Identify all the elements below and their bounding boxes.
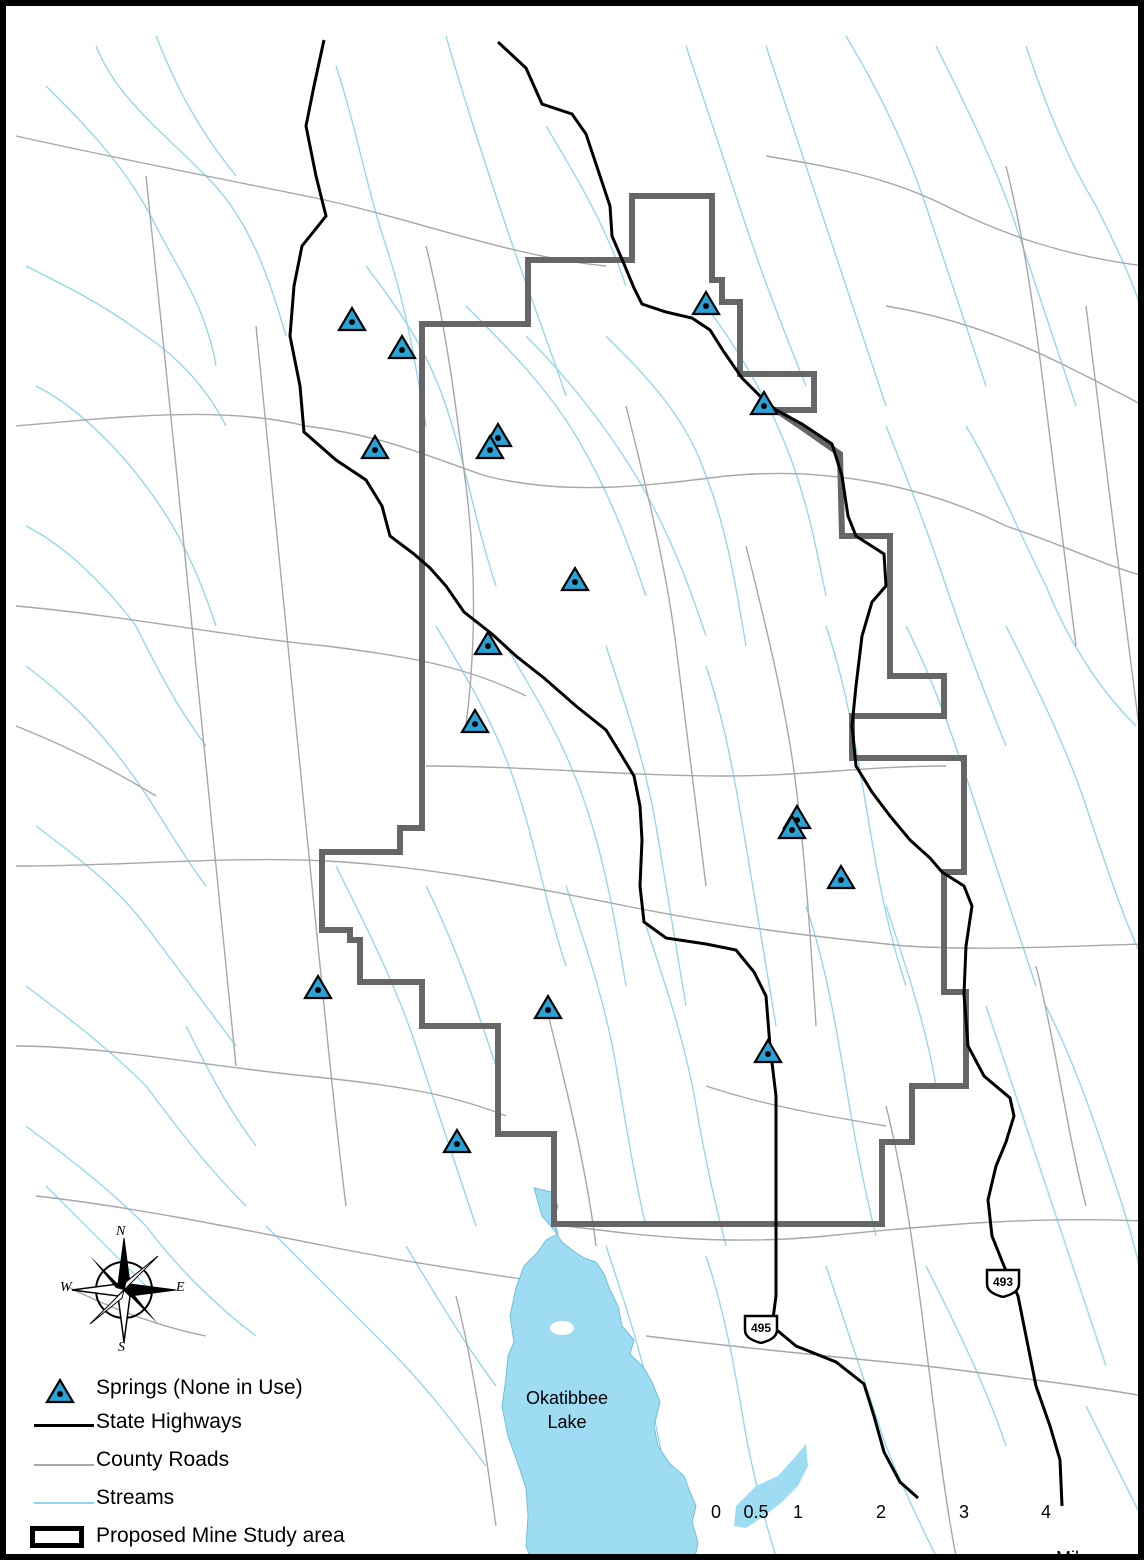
highway-east (496, 40, 1064, 1507)
compass-n: N (116, 1224, 126, 1239)
scale-tick: 0 (710, 1502, 722, 1522)
county-roads-layer (15, 135, 1138, 1554)
compass-rose: N S W E (60, 1224, 200, 1358)
scale-bar: 0 0.5 1 2 3 4 Miles (706, 1502, 1126, 1560)
spring-marker (442, 1127, 472, 1154)
county-road-line-icon (34, 1464, 94, 1466)
spring-marker (475, 433, 505, 460)
study-area-boundary (319, 193, 969, 1227)
spring-marker (749, 389, 779, 416)
spring-marker (360, 433, 390, 460)
springs-layer (303, 289, 856, 1154)
lake-arm (734, 1444, 808, 1528)
legend-county-roads: County Roads (28, 1446, 408, 1476)
legend-streams-label: Streams (96, 1486, 175, 1509)
legend-study-area-label: Proposed Mine Study area (96, 1524, 345, 1547)
lake-island (550, 1321, 574, 1335)
highway-line-icon (34, 1424, 94, 1427)
spring-marker (387, 333, 417, 360)
state-highways-layer (288, 39, 1064, 1507)
compass-s: S (118, 1340, 125, 1355)
scale-unit: Miles (1056, 1548, 1099, 1560)
stream-line-icon (34, 1502, 94, 1504)
legend-highways: State Highways (28, 1408, 408, 1438)
highway-shield-label: 493 (992, 1275, 1014, 1289)
scale-tick: 4 (1040, 1502, 1052, 1522)
map-canvas (15, 35, 1138, 1554)
spring-marker (533, 993, 563, 1020)
lake-label: Okatibbee Lake (525, 1388, 609, 1432)
legend-springs: Springs (None in Use) (28, 1374, 408, 1404)
spring-marker (691, 289, 721, 316)
spring-marker (826, 863, 856, 890)
compass-e: E (176, 1280, 185, 1295)
scale-tick: 1 (792, 1502, 804, 1522)
spring-marker (560, 565, 590, 592)
scale-tick: 2 (875, 1502, 887, 1522)
legend-highways-label: State Highways (96, 1410, 242, 1433)
compass-w: W (60, 1280, 72, 1295)
highway-shield-label: 495 (750, 1321, 772, 1335)
legend: Springs (None in Use) State Highways Cou… (28, 1374, 408, 1554)
scale-tick: 3 (958, 1502, 970, 1522)
spring-marker (337, 305, 367, 332)
okatibbee-lake (501, 1187, 699, 1554)
legend-study-area: Proposed Mine Study area (28, 1522, 408, 1552)
scale-bar-graphic (716, 1554, 1076, 1560)
streams-layer (25, 35, 1138, 1554)
spring-marker (473, 629, 503, 656)
spring-marker (303, 973, 333, 1000)
legend-county-roads-label: County Roads (96, 1448, 230, 1471)
highway-shield: 493 (984, 1268, 1022, 1298)
legend-streams: Streams (28, 1484, 408, 1514)
spring-marker (777, 813, 807, 840)
highway-west (288, 39, 919, 1500)
spring-marker (753, 1037, 783, 1064)
study-area-box-icon (30, 1526, 84, 1548)
spring-marker (460, 707, 490, 734)
highway-shield: 495 (742, 1314, 780, 1344)
spring-icon (45, 1377, 75, 1404)
compass-icon (71, 1237, 177, 1343)
legend-springs-label: Springs (None in Use) (96, 1376, 303, 1399)
scale-tick: 0.5 (743, 1502, 769, 1522)
